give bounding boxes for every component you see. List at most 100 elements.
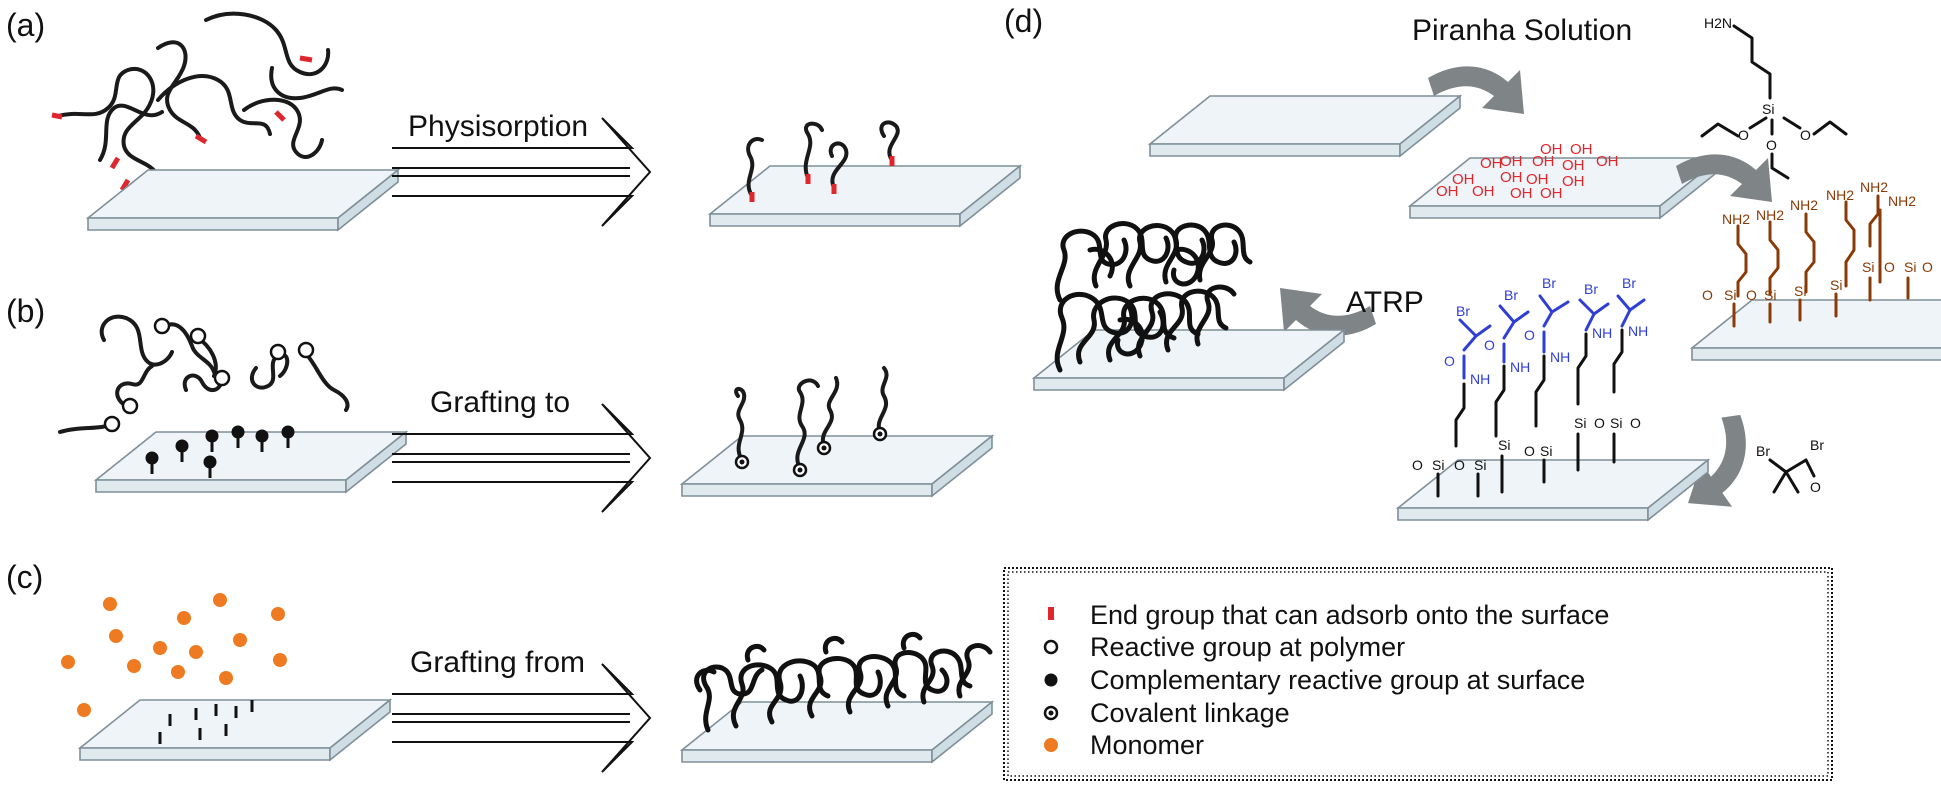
svg-text:OH: OH (1540, 185, 1563, 202)
svg-text:OH: OH (1570, 141, 1593, 158)
svg-text:OH: OH (1562, 173, 1585, 190)
svg-text:OH: OH (1510, 185, 1533, 202)
panel-d-initiator-substrate (1397, 459, 1709, 521)
panel-a-arrow-label: Physisorption (408, 110, 588, 143)
svg-text:Si: Si (1474, 457, 1486, 473)
panel-b-surface-groups (145, 425, 295, 478)
svg-text:O: O (1524, 443, 1535, 459)
panel-a-label: (a) (6, 7, 45, 43)
panel-b-label: (b) (6, 293, 45, 329)
legend-item-covalent-linkage: Covalent linkage (1043, 698, 1290, 728)
svg-text:O: O (1810, 479, 1821, 495)
legend-item-reactive-polymer: Reactive group at polymer (1043, 632, 1405, 662)
svg-text:OH: OH (1532, 153, 1555, 170)
svg-text:Si: Si (1574, 415, 1586, 431)
svg-text:O: O (1444, 353, 1455, 369)
panel-c-label: (c) (6, 559, 43, 595)
svg-text:OH: OH (1452, 171, 1475, 188)
svg-text:End group that can adsorb onto: End group that can adsorb onto the surfa… (1090, 600, 1609, 630)
panel-b: (b) (6, 293, 993, 513)
svg-text:OH: OH (1500, 153, 1523, 170)
svg-text:O: O (1484, 337, 1495, 353)
svg-text:NH2: NH2 (1888, 193, 1916, 209)
initiator-layer: Br Br Br Br Br O O O NH NH NH NH NH O Si… (1412, 275, 1648, 498)
open-circle-icon (1043, 639, 1059, 655)
svg-text:Si: Si (1794, 283, 1806, 299)
amine-silane-layer: NH2 NH2 NH2 NH2 NH2 NH2 O Si O Si Si Si … (1702, 179, 1933, 328)
svg-text:Si: Si (1610, 415, 1622, 431)
svg-text:OH: OH (1526, 171, 1549, 188)
svg-text:O: O (1594, 415, 1605, 431)
svg-text:Si: Si (1540, 443, 1552, 459)
svg-text:O: O (1702, 287, 1713, 303)
panel-b-arrow (391, 403, 651, 513)
svg-text:NH2: NH2 (1756, 207, 1784, 223)
svg-text:O: O (1746, 287, 1757, 303)
aptes-structure: H2N Si O O O (1700, 15, 1848, 180)
panel-c: (c) Grafti (6, 559, 993, 773)
svg-text:Br: Br (1456, 303, 1470, 319)
panel-a-adsorbed-chains (746, 120, 900, 202)
svg-text:OH: OH (1596, 153, 1619, 170)
panel-d-amine-substrate (1691, 299, 1941, 361)
svg-text:Si: Si (1904, 259, 1916, 275)
svg-text:O: O (1454, 457, 1465, 473)
panel-c-substrate-after (681, 701, 993, 763)
svg-text:Monomer: Monomer (1090, 730, 1204, 760)
svg-text:O: O (1412, 457, 1423, 473)
red-endgroup-icon (1048, 607, 1054, 620)
panel-a-substrate-before (87, 169, 399, 231)
panel-b-arrow-label: Grafting to (430, 386, 570, 419)
svg-text:Si: Si (1862, 259, 1874, 275)
svg-text:Reactive group at polymer: Reactive group at polymer (1090, 632, 1405, 662)
svg-text:Si: Si (1762, 101, 1774, 117)
legend-box (1003, 567, 1833, 781)
svg-text:Si: Si (1830, 277, 1842, 293)
legend: End group that can adsorb onto the surfa… (1003, 567, 1833, 781)
panel-b-substrate-after (681, 435, 993, 497)
legend-item-complementary-surface: Complementary reactive group at surface (1044, 665, 1585, 695)
panel-a-free-chains (51, 11, 344, 192)
arrow-to-silanization (1676, 154, 1772, 202)
svg-text:Si: Si (1498, 437, 1510, 453)
svg-text:NH: NH (1550, 349, 1570, 365)
panel-d-polymer-brush (1054, 221, 1253, 373)
svg-text:OH: OH (1436, 183, 1459, 200)
svg-text:O: O (1738, 127, 1749, 143)
svg-text:OH: OH (1472, 183, 1495, 200)
svg-text:O: O (1766, 137, 1777, 153)
svg-text:NH: NH (1510, 359, 1530, 375)
svg-text:NH2: NH2 (1722, 211, 1750, 227)
legend-item-end-group: End group that can adsorb onto the surfa… (1048, 600, 1609, 630)
svg-text:Si: Si (1432, 457, 1444, 473)
atrp-label: ATRP (1346, 286, 1424, 319)
svg-text:Si: Si (1764, 287, 1776, 303)
svg-text:Br: Br (1756, 443, 1770, 459)
panel-c-initiator-sites (158, 700, 254, 744)
panel-d-bare-substrate (1149, 95, 1461, 157)
orange-circle-icon (1044, 738, 1058, 752)
svg-text:NH: NH (1628, 323, 1648, 339)
svg-text:NH: NH (1470, 371, 1490, 387)
panel-c-monomers (61, 593, 287, 717)
bibb-structure: Br Br O (1756, 437, 1824, 495)
panel-b-substrate-before (95, 431, 407, 493)
piranha-label: Piranha Solution (1412, 14, 1632, 47)
svg-text:Covalent linkage: Covalent linkage (1090, 698, 1290, 728)
svg-text:O: O (1524, 327, 1535, 343)
svg-text:Complementary reactive group: Complementary reactive group at surface (1090, 665, 1585, 695)
svg-text:H2N: H2N (1704, 15, 1732, 31)
svg-text:O: O (1884, 259, 1895, 275)
svg-text:Si: Si (1724, 287, 1736, 303)
svg-text:OH: OH (1562, 157, 1585, 174)
svg-text:O: O (1922, 259, 1933, 275)
panel-d-label: (d) (1004, 3, 1043, 39)
svg-text:O: O (1800, 127, 1811, 143)
svg-text:OH: OH (1480, 155, 1503, 172)
panel-c-arrow-label: Grafting from (410, 646, 585, 679)
panel-c-dense-brush (694, 631, 993, 733)
svg-text:Br: Br (1542, 275, 1556, 291)
svg-text:Br: Br (1584, 281, 1598, 297)
svg-text:OH: OH (1540, 141, 1563, 158)
